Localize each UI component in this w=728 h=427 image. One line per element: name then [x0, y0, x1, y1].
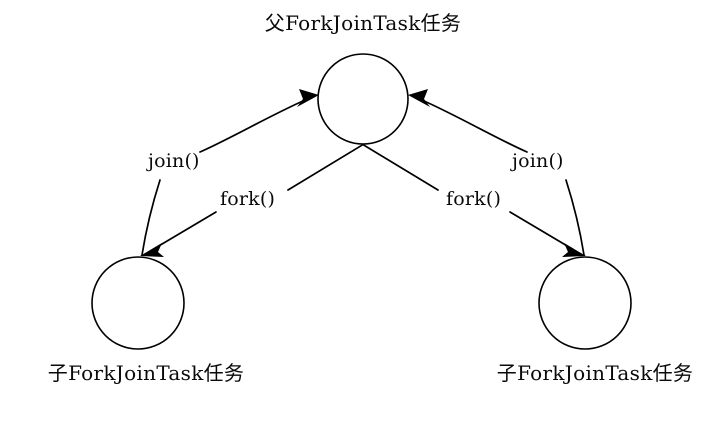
- node-parent-task[interactable]: [317, 53, 409, 145]
- arrow-join-left-head: [297, 89, 319, 107]
- edge-join-right-lower: [565, 179, 585, 256]
- edge-fork-left-lower: [151, 211, 217, 251]
- edge-join-left-lower: [141, 179, 161, 256]
- edge-join-right-upper: [414, 96, 528, 153]
- node-child-task-right[interactable]: [538, 256, 632, 350]
- edge-fork-right-lower: [509, 211, 575, 251]
- label-child-task-left: 子ForkJoinTask任务: [48, 361, 244, 385]
- label-child-task-right: 子ForkJoinTask任务: [497, 361, 693, 385]
- node-child-task-left[interactable]: [91, 256, 185, 350]
- label-edge-join-left: join(): [146, 150, 200, 172]
- label-edge-fork-left: fork(): [220, 188, 275, 210]
- arrow-fork-right-head: [562, 243, 586, 257]
- label-edge-join-right: join(): [510, 150, 564, 172]
- edge-join-left-upper: [199, 96, 313, 153]
- arrow-fork-left-head: [140, 243, 164, 257]
- label-parent-task: 父ForkJoinTask任务: [265, 11, 461, 35]
- label-edge-fork-right: fork(): [446, 188, 501, 210]
- arrow-join-right-head: [408, 89, 430, 107]
